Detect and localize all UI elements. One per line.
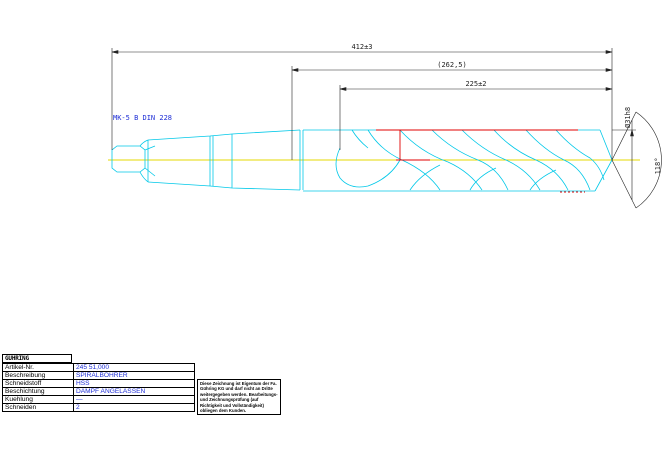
company-logo: GÜHRING [2, 354, 72, 363]
row-label: Artikel-Nr. [2, 363, 74, 372]
dimension-lines [111, 48, 662, 209]
drill-outline [111, 129, 613, 192]
table-row: Beschichtung DAMPF ANGELASSEN [2, 387, 195, 396]
title-block-table: Artikel-Nr. 245 51,000 Beschreibung SPIR… [2, 363, 195, 412]
dim-flute-length: 225±2 [465, 80, 486, 88]
row-label: Schneidstoff [2, 379, 74, 388]
row-value: 245 51,000 [73, 363, 195, 372]
dim-reference-length: (262,5) [437, 61, 467, 69]
row-label: Beschichtung [2, 387, 74, 396]
red-marks [376, 129, 585, 193]
shank-label: MK-5 B DIN 228 [113, 114, 172, 122]
row-value: 2 [73, 403, 195, 412]
row-value: HSS [73, 379, 195, 388]
table-row: Beschreibung SPIRALBOHRER [2, 371, 195, 380]
row-value: — [73, 395, 195, 404]
row-label: Beschreibung [2, 371, 74, 380]
row-label: Kuehlung [2, 395, 74, 404]
dimension-labels: 412±3 (262,5) 225±2 Ø31h8 118° MK-5 B DI… [113, 43, 662, 174]
table-row: Schneiden 2 [2, 403, 195, 412]
dim-overall-length: 412±3 [351, 43, 372, 51]
dim-point-angle: 118° [654, 158, 662, 175]
table-row: Artikel-Nr. 245 51,000 [2, 363, 195, 372]
row-label: Schneiden [2, 403, 74, 412]
table-row: Kuehlung — [2, 395, 195, 404]
copyright-note: Diese Zeichnung ist Eigentum der Fa. Güh… [197, 379, 281, 415]
row-value: DAMPF ANGELASSEN [73, 387, 195, 396]
dim-diameter: Ø31h8 [624, 107, 632, 128]
table-row: Schneidstoff HSS [2, 379, 195, 388]
row-value: SPIRALBOHRER [73, 371, 195, 380]
